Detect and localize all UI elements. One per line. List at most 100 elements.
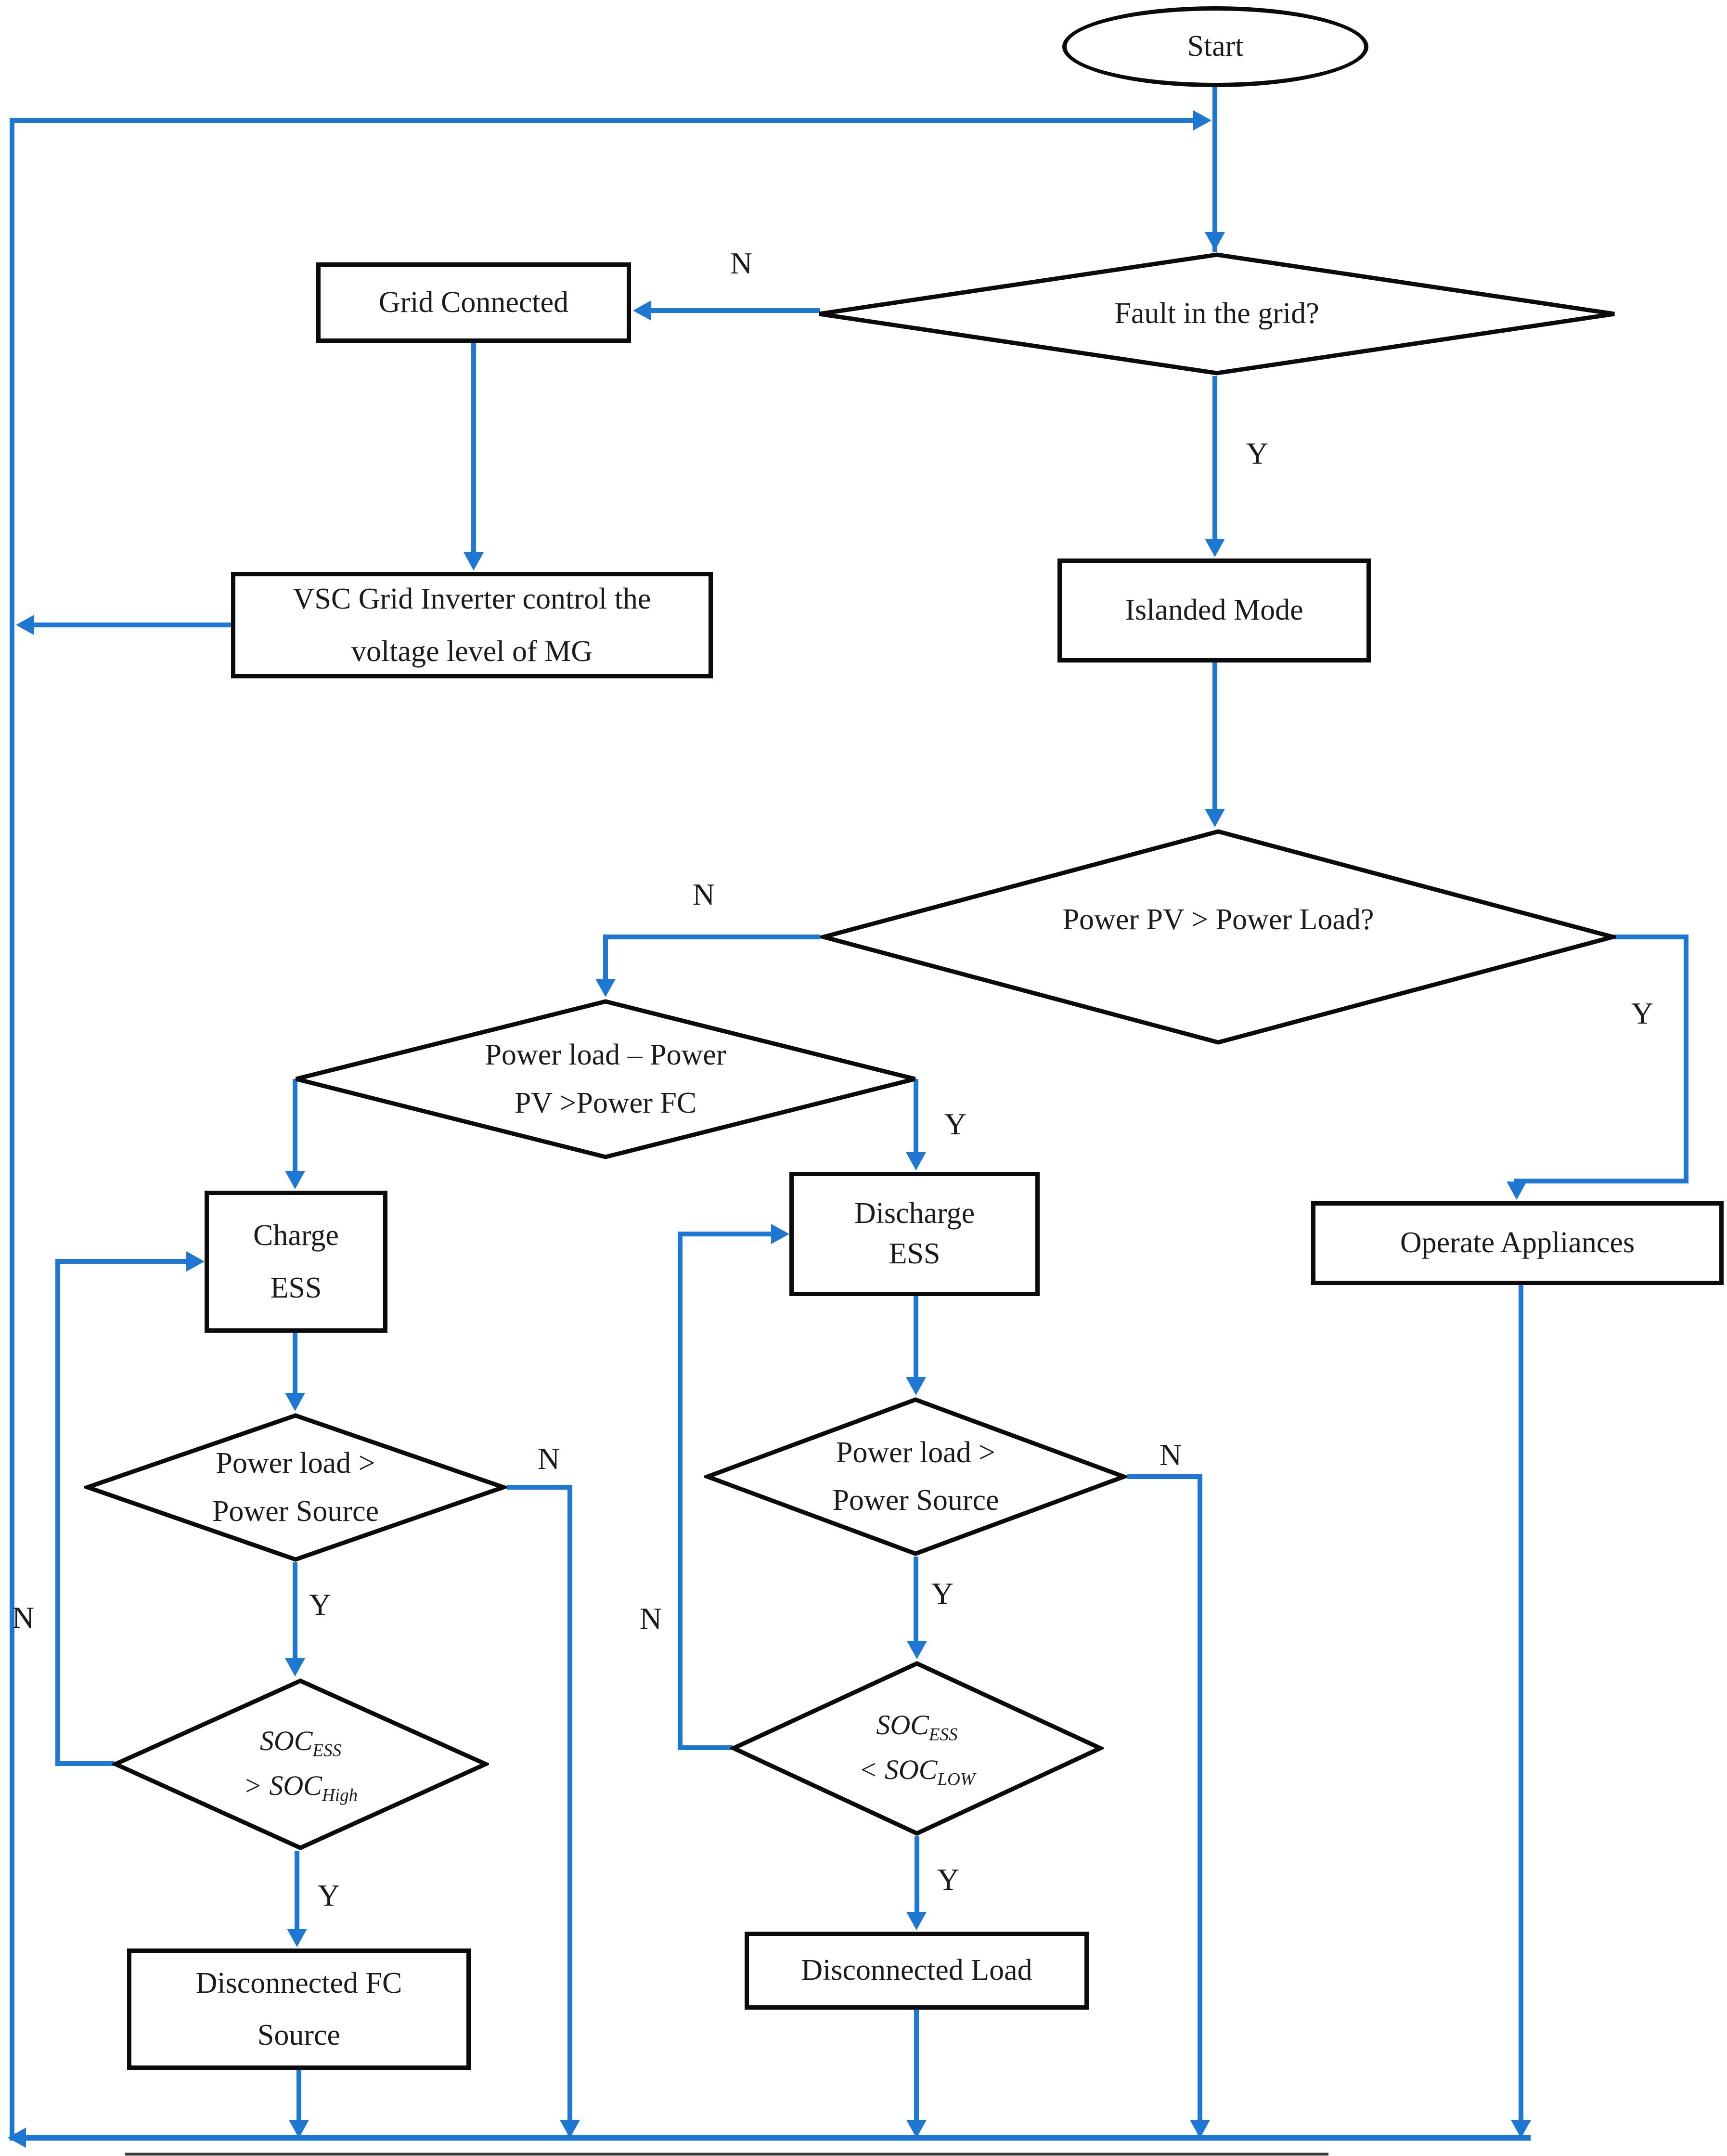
arrowhead-fault-top-icon: [1205, 232, 1225, 250]
node-load-minus-pv-label: Power load – Power PV >Power FC: [485, 1039, 726, 1119]
connector-pv-yes-v1: [1684, 935, 1688, 1183]
label-soc-high-no: N: [12, 1600, 35, 1635]
label-pv-no: N: [692, 877, 715, 911]
connector-pv-no-h: [603, 935, 820, 939]
node-discharge-ess-label: Discharge ESS: [854, 1197, 975, 1270]
arrowhead-pv-top-icon: [1205, 809, 1225, 827]
soc-high-m2: > SOC: [243, 1769, 322, 1801]
label-plps-left-yes: Y: [309, 1587, 332, 1622]
connector-sochigh-no-h2: [55, 1259, 188, 1264]
connector-loadfc-yes: [914, 1079, 918, 1154]
label-plps-right-no: N: [1159, 1438, 1182, 1472]
node-start-label: Start: [1187, 30, 1244, 63]
label-soc-high-yes: Y: [317, 1878, 340, 1912]
connector-pv-yes-h1: [1614, 935, 1688, 939]
connector-feedback-top: [10, 118, 1194, 123]
connector-discfc-down: [296, 2070, 301, 2122]
connector-soclow-no-h1: [678, 1745, 733, 1750]
connector-soclow-no-v: [678, 1232, 683, 1750]
node-start: Start: [1062, 6, 1368, 87]
arrowhead-sochigh-top-icon: [285, 1658, 305, 1676]
label-loadfc-yes: Y: [944, 1107, 967, 1141]
arrowhead-operate-top-icon: [1507, 1182, 1527, 1200]
connector-fault-yes: [1212, 376, 1217, 541]
arrowhead-islanded-top-icon: [1205, 539, 1225, 557]
arrowhead-plps-right-top-icon: [906, 1377, 926, 1395]
soc-high-m1: SOC: [259, 1725, 313, 1757]
connector-discload-down: [914, 2010, 919, 2122]
arrowhead-loadfc-top-icon: [595, 979, 616, 997]
loadfc-diamond-shape: [295, 999, 916, 1159]
connector-soclow-yes: [915, 1836, 919, 1914]
soc-low-s1: ESS: [928, 1725, 958, 1745]
arrowhead-discharge-top-icon: [906, 1152, 926, 1170]
label-soc-low-no: N: [639, 1601, 662, 1636]
connector-pv-yes-h2: [1514, 1179, 1688, 1183]
label-plps-left-no: N: [537, 1442, 560, 1476]
connector-plps-right-yes: [914, 1557, 918, 1643]
fault-diamond-shape: [819, 252, 1615, 376]
node-pv-vs-load-label: Power PV > Power Load?: [1062, 903, 1374, 936]
node-operate-appliances-label: Operate Appliances: [1400, 1226, 1635, 1260]
connector-charge-down: [293, 1333, 297, 1395]
node-disconnected-fc: Disconnected FC Source: [127, 1948, 471, 2070]
arrowhead-vsc-top-icon: [464, 552, 484, 571]
bottom-rule: [125, 2153, 1328, 2156]
soc-high-line1: SOCESS: [260, 1720, 341, 1764]
arrowhead-vsc-feedback-icon: [16, 615, 34, 635]
node-fault-decision: Fault in the grid?: [816, 252, 1618, 376]
connector-grid-to-vsc: [471, 343, 476, 555]
connector-discharge-down: [914, 1296, 918, 1379]
node-islanded-mode: Islanded Mode: [1057, 558, 1371, 662]
connector-sochigh-no-h1: [55, 1761, 115, 1766]
soc-low-diamond-shape: [730, 1661, 1104, 1836]
soc-high-s2: High: [322, 1785, 358, 1805]
soc-high-line2: > SOCHigh: [244, 1765, 358, 1809]
connector-soclow-no-h2: [678, 1232, 773, 1236]
node-soc-low-decision: SOCESS < SOCLOW: [730, 1661, 1104, 1836]
arrowhead-discload-top-icon: [906, 1912, 927, 1930]
node-operate-appliances: Operate Appliances: [1311, 1201, 1724, 1285]
soc-low-m2: < SOC: [859, 1753, 938, 1785]
arrowhead-bottom-left-corner-icon: [8, 2128, 26, 2148]
soc-low-s2: LOW: [937, 1769, 975, 1790]
connector-sochigh-yes: [295, 1851, 299, 1931]
soc-high-s1: ESS: [312, 1740, 342, 1761]
node-vsc-inverter: VSC Grid Inverter control the voltage le…: [231, 572, 713, 678]
node-disconnected-load-label: Disconnected Load: [801, 1954, 1032, 1987]
node-pv-vs-load-decision: Power PV > Power Load?: [820, 829, 1616, 1045]
arrowhead-grid-connected-icon: [633, 300, 651, 321]
node-fault-label: Fault in the grid?: [1114, 297, 1319, 330]
connector-pv-no-v: [603, 935, 608, 981]
plps-left-diamond-shape: [84, 1413, 507, 1562]
node-grid-connected-label: Grid Connected: [378, 286, 569, 319]
connector-start-to-fault: [1212, 87, 1217, 252]
node-vsc-inverter-label: VSC Grid Inverter control the voltage le…: [293, 583, 651, 668]
soc-low-m1: SOC: [876, 1709, 929, 1741]
node-disconnected-fc-label: Disconnected FC Source: [195, 1966, 402, 2052]
connector-plps-right-no-h: [1127, 1474, 1202, 1479]
arrowhead-feedback-merge-icon: [1193, 110, 1211, 130]
connector-plps-left-yes: [293, 1562, 297, 1660]
pv-diamond-shape: [820, 829, 1616, 1045]
node-disconnected-load: Disconnected Load: [745, 1932, 1089, 2010]
connector-bottom-collector: [10, 2135, 1531, 2141]
arrowhead-soclow-top-icon: [907, 1641, 927, 1659]
connector-plps-left-no-h: [507, 1485, 572, 1490]
label-soc-low-yes: Y: [937, 1862, 960, 1896]
connector-fault-no: [649, 308, 820, 313]
label-pv-yes: Y: [1631, 996, 1654, 1030]
connector-plps-right-no-v: [1198, 1474, 1202, 2138]
node-charge-ess: Charge ESS: [205, 1191, 387, 1333]
label-plps-right-yes: Y: [931, 1576, 954, 1611]
connector-plps-left-no-v: [567, 1485, 572, 2138]
soc-high-diamond-shape: [112, 1678, 489, 1850]
node-soc-low-label: SOCESS < SOCLOW: [730, 1661, 1104, 1836]
label-fault-no: N: [730, 246, 753, 280]
soc-low-line2: < SOCLOW: [859, 1749, 975, 1793]
arrowhead-charge-left-icon: [186, 1251, 205, 1272]
connector-sochigh-no-v: [55, 1259, 60, 1766]
arrowhead-charge-top-icon: [285, 1171, 305, 1189]
node-grid-connected: Grid Connected: [316, 262, 631, 343]
node-soc-high-label: SOCESS > SOCHigh: [112, 1678, 489, 1851]
